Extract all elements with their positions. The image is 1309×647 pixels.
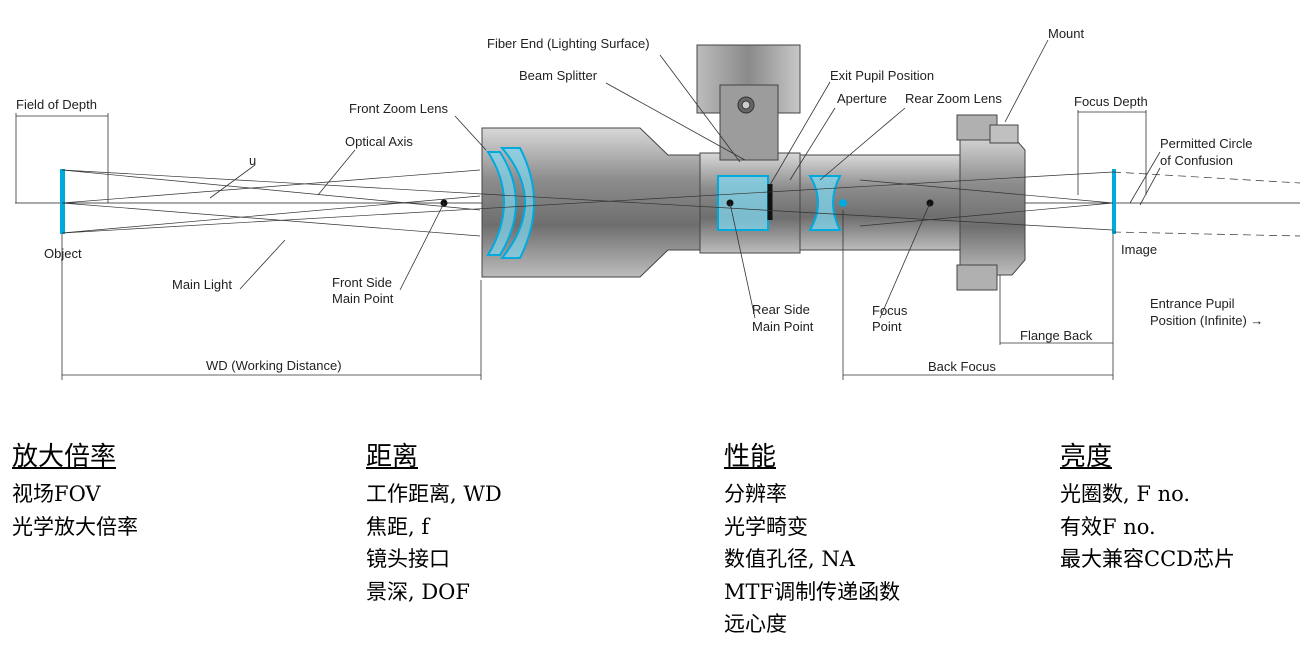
label-rear-zoom-lens: Rear Zoom Lens: [905, 91, 1002, 106]
list-item: 工作距离, WD: [366, 482, 502, 506]
list-item: 分辨率: [724, 482, 787, 506]
exit-pupil-dot: [839, 199, 847, 207]
label-field-of-depth: Field of Depth: [16, 97, 97, 112]
label-front-side-1: Front Side: [332, 275, 392, 290]
label-image: Image: [1121, 242, 1157, 257]
list-item: 光学放大倍率: [12, 514, 138, 539]
label-permitted-circle-2: of Confusion: [1160, 153, 1233, 168]
label-rear-side-2: Main Point: [752, 319, 814, 334]
column-title: 距离: [366, 442, 419, 472]
front-zoom-lens-elements: [486, 147, 535, 259]
object-bar: [60, 169, 65, 234]
label-entrance-pupil-2: Position (Infinite) →: [1150, 313, 1263, 328]
list-item: 景深, DOF: [366, 579, 470, 604]
label-back-focus: Back Focus: [928, 359, 996, 374]
column-brightness: 亮度 光圈数, F no. 有效F no. 最大兼容CCD芯片: [1060, 440, 1235, 576]
parameter-columns: 放大倍率 视场FOV 光学放大倍率 距离 工作距离, WD 焦距, f 镜头接口…: [0, 440, 1309, 647]
label-rear-side-1: Rear Side: [752, 302, 810, 317]
column-title: 放大倍率: [12, 442, 117, 472]
lens-diagram: Field of Depth u Optical Axis Front Zoom…: [15, 26, 1301, 380]
label-front-side-2: Main Point: [332, 291, 394, 306]
label-wd: WD (Working Distance): [206, 358, 342, 373]
label-main-light: Main Light: [172, 277, 232, 292]
label-beam-splitter: Beam Splitter: [519, 68, 598, 83]
list-item: 光圈数, F no.: [1060, 482, 1191, 506]
list-item: 光学畸变: [724, 514, 808, 539]
image-bar: [1112, 169, 1116, 234]
list-item: 最大兼容CCD芯片: [1060, 547, 1235, 571]
list-item: MTF调制传递函数: [724, 579, 901, 604]
label-optical-axis: Optical Axis: [345, 134, 413, 149]
label-fiber-end: Fiber End (Lighting Surface): [487, 36, 650, 51]
label-focus-point-2: Point: [872, 319, 902, 334]
label-permitted-circle-1: Permitted Circle: [1160, 136, 1252, 151]
list-item: 有效F no.: [1060, 514, 1156, 539]
list-item: 焦距, f: [366, 514, 430, 539]
label-focus-point-1: Focus: [872, 303, 908, 318]
dimension-lines: [15, 39, 1161, 380]
list-item: 镜头接口: [366, 547, 450, 571]
label-front-zoom-lens: Front Zoom Lens: [349, 101, 448, 116]
label-exit-pupil-position: Exit Pupil Position: [830, 68, 934, 83]
label-entrance-pupil-1: Entrance Pupil: [1150, 296, 1235, 311]
label-u: u: [249, 153, 256, 168]
beam-splitter-cube: [717, 175, 769, 231]
list-item: 视场FOV: [12, 482, 101, 506]
column-title: 亮度: [1060, 442, 1113, 472]
column-magnification: 放大倍率 视场FOV 光学放大倍率: [12, 440, 138, 543]
label-focus-depth: Focus Depth: [1074, 94, 1148, 109]
label-aperture: Aperture: [837, 91, 887, 106]
label-object: Object: [44, 246, 82, 261]
label-flange-back: Flange Back: [1020, 328, 1093, 343]
ray-lines: [61, 169, 1301, 237]
label-mount: Mount: [1048, 26, 1085, 41]
list-item: 远心度: [724, 612, 787, 636]
list-item: 数值孔径, NA: [724, 547, 855, 571]
column-distance: 距离 工作距离, WD 焦距, f 镜头接口 景深, DOF: [366, 440, 502, 608]
column-performance: 性能 分辨率 光学畸变 数值孔径, NA MTF调制传递函数 远心度: [724, 440, 900, 641]
column-title: 性能: [724, 442, 777, 472]
